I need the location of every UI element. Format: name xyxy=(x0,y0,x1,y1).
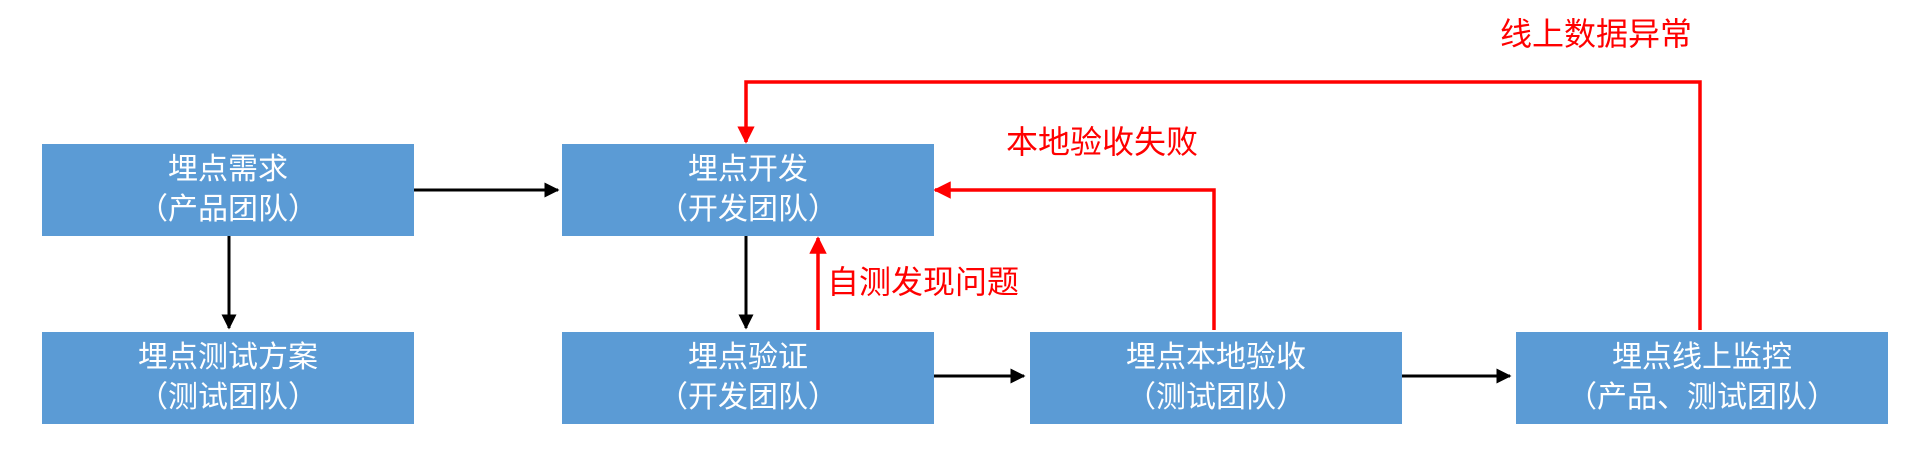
node-requirement-title: 埋点需求 xyxy=(168,152,288,187)
node-verify-team: （开发团队） xyxy=(658,380,838,415)
node-verify-title: 埋点验证 xyxy=(688,340,808,375)
node-requirement-team: （产品团队） xyxy=(138,192,318,227)
label-local-fail: 本地验收失败 xyxy=(1006,123,1199,161)
node-requirement: 埋点需求 （产品团队） xyxy=(42,144,414,236)
arrow-online-monitor-to-develop-feedback xyxy=(737,80,1702,330)
node-local-accept: 埋点本地验收 （测试团队） xyxy=(1030,332,1402,424)
node-online-monitor-team: （产品、测试团队） xyxy=(1567,380,1837,415)
node-test-plan-title: 埋点测试方案 xyxy=(138,340,318,375)
label-self-test: 自测发现问题 xyxy=(827,263,1020,301)
node-develop-team: （开发团队） xyxy=(658,192,838,227)
node-local-accept-title: 埋点本地验收 xyxy=(1126,340,1306,375)
arrow-local-accept-to-develop-feedback xyxy=(933,181,1216,330)
node-test-plan: 埋点测试方案 （测试团队） xyxy=(42,332,414,424)
node-develop-title: 埋点开发 xyxy=(688,152,808,187)
label-online-anomaly: 线上数据异常 xyxy=(1500,15,1693,53)
node-test-plan-team: （测试团队） xyxy=(138,380,318,415)
node-verify: 埋点验证 （开发团队） xyxy=(562,332,934,424)
node-develop: 埋点开发 （开发团队） xyxy=(562,144,934,236)
node-local-accept-team: （测试团队） xyxy=(1126,380,1306,415)
node-online-monitor: 埋点线上监控 （产品、测试团队） xyxy=(1516,332,1888,424)
node-online-monitor-title: 埋点线上监控 xyxy=(1612,340,1792,375)
